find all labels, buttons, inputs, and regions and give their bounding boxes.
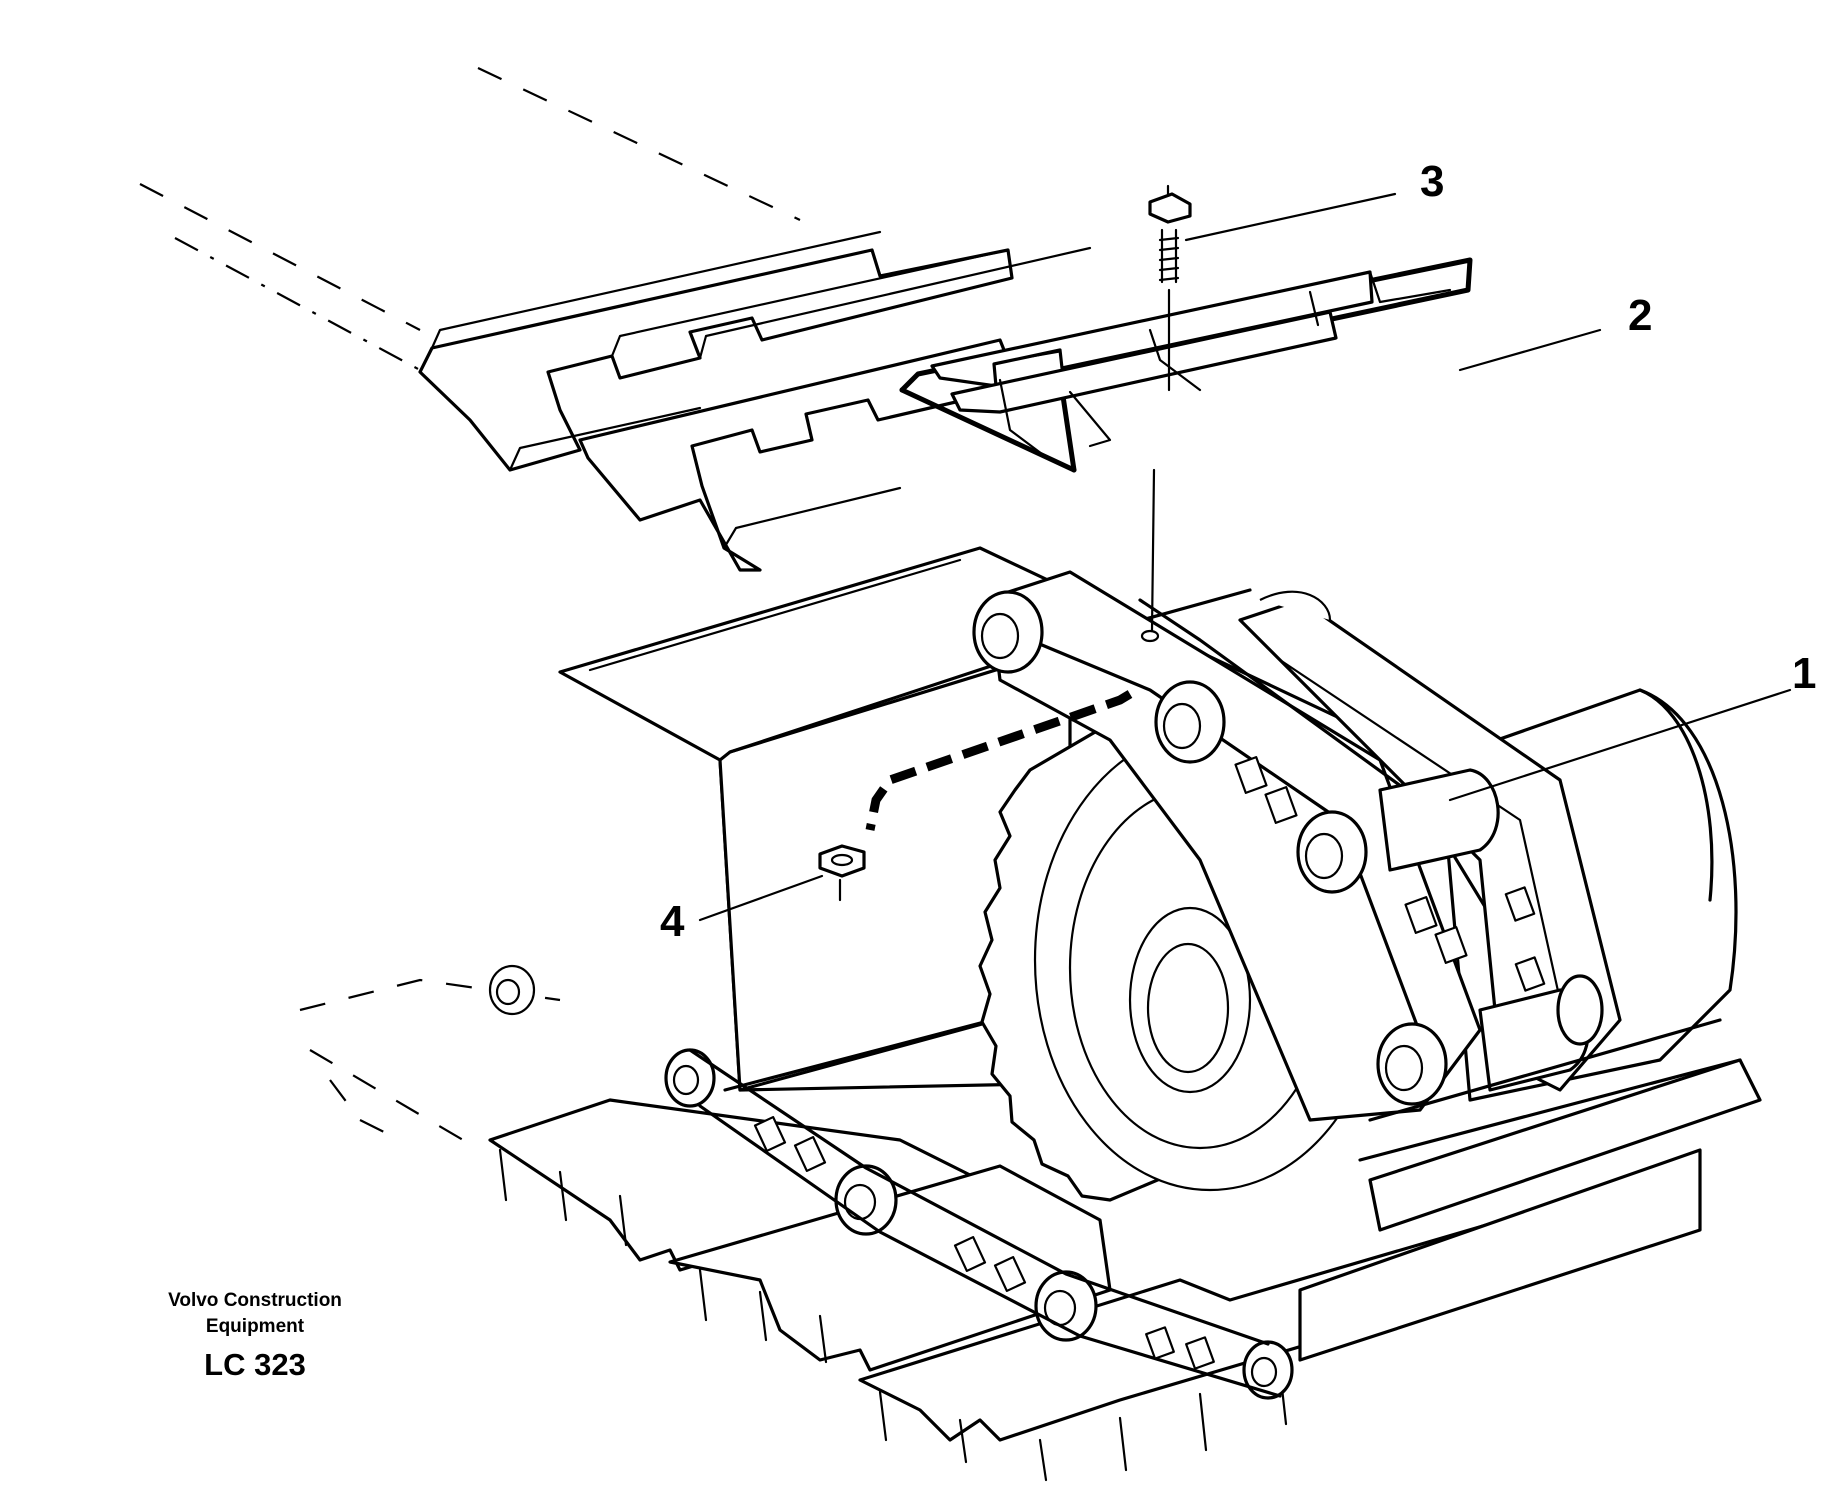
- leader-line-2: [1458, 328, 1602, 372]
- callout-2: 2: [1628, 291, 1652, 340]
- leader-line-3: [1184, 192, 1397, 242]
- publisher-credit: Volvo Construction Equipment LC 323: [130, 1288, 380, 1388]
- callout-1: 1: [1792, 649, 1816, 698]
- leader-line-4: [698, 874, 824, 922]
- track-chain: [972, 570, 1622, 1122]
- part-4-nut: [818, 690, 1133, 902]
- lower-track-shoes: [488, 1018, 1762, 1482]
- part-2-track-shoe: [899, 257, 1473, 473]
- callout-4: 4: [660, 897, 685, 946]
- upper-track-dashed-outline: [139, 67, 801, 371]
- company-name-line-2: Equipment: [205, 1316, 305, 1337]
- leader-line-1: [1448, 688, 1792, 802]
- lower-left-dashed-track: [299, 964, 561, 1151]
- part-3-bolt: [1140, 184, 1192, 643]
- callout-3: 3: [1420, 157, 1444, 206]
- company-name-line-1: Volvo Construction: [168, 1290, 342, 1311]
- leader-lines: [698, 192, 1792, 922]
- drawing-code: LC 323: [204, 1347, 306, 1382]
